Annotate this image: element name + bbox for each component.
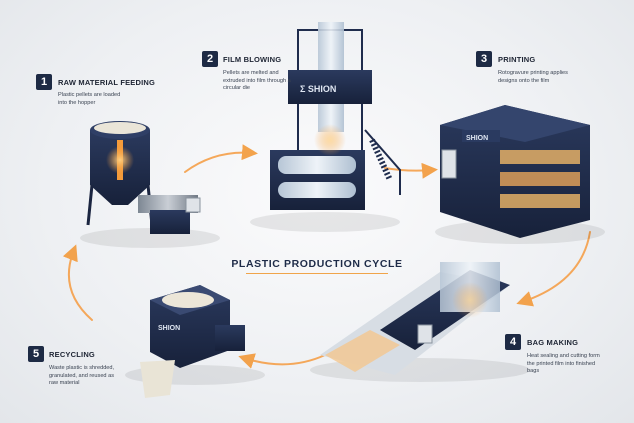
diagram-title: PLASTIC PRODUCTION CYCLE [231, 258, 403, 270]
step-3-description: Rotogravure printing applies designs ont… [498, 70, 568, 84]
svg-text:SHION: SHION [466, 135, 488, 142]
arrow-3-to-4 [516, 231, 591, 307]
step-2-description: Pellets are melted and extruded into fil… [223, 70, 291, 92]
arrow-1-to-2 [184, 144, 258, 173]
step-2-title: FILM BLOWING [223, 55, 282, 64]
title-underline [246, 273, 388, 274]
step-4-description: Heat sealing and cutting form the printe… [527, 353, 600, 375]
step-1-description: Plastic pellets are loaded into the hopp… [58, 92, 121, 106]
step-4-number: 4 [505, 334, 521, 350]
shion-logo: Σ SHION [300, 84, 336, 94]
shredder-machine: SHION [125, 285, 265, 398]
hopper-machine [80, 121, 220, 248]
arrow-2-to-3 [384, 162, 438, 179]
step-3-title: PRINTING [498, 55, 536, 64]
cycle-arrows [62, 144, 591, 369]
arrow-5-to-1 [62, 244, 93, 321]
step-4-title: BAG MAKING [527, 338, 579, 347]
arrow-4-to-5 [238, 353, 326, 369]
svg-text:SHION: SHION [158, 325, 180, 332]
step-2-number: 2 [202, 51, 218, 67]
step-5-description: Waste plastic is shredded, granulated, a… [49, 365, 115, 387]
step-5-number: 5 [28, 346, 44, 362]
step-3-number: 3 [476, 51, 492, 67]
step-5-title: RECYCLING [49, 350, 95, 359]
step-1-title: RAW MATERIAL FEEDING [58, 78, 156, 87]
bag-making-machine [310, 262, 530, 382]
film-blowing-machine: Σ SHION [250, 22, 401, 232]
printing-machine: SHION [435, 105, 605, 244]
step-1-number: 1 [36, 74, 52, 90]
